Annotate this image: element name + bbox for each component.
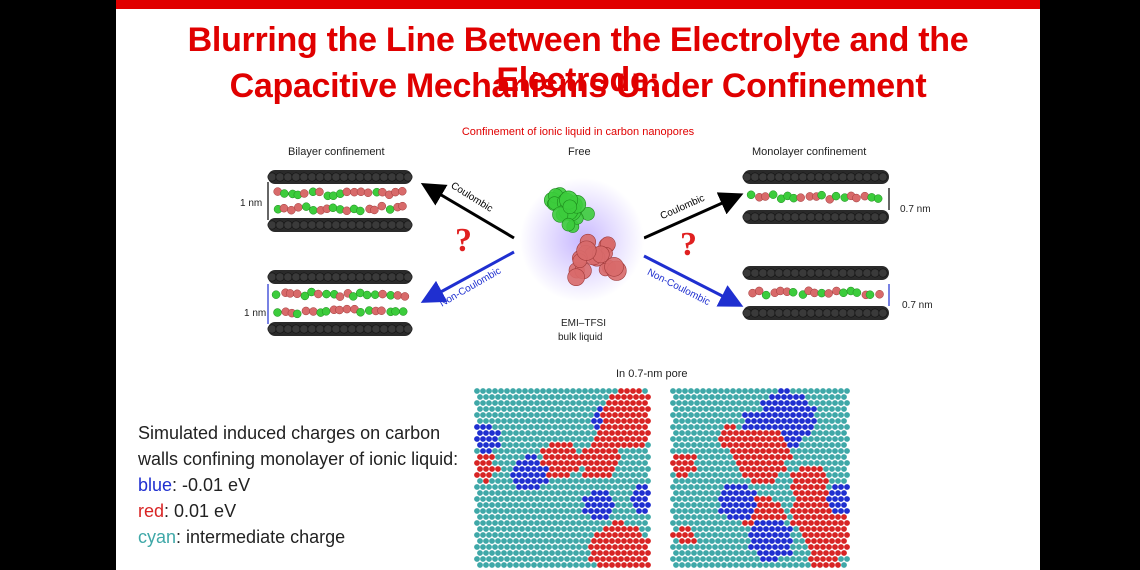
arrows-illustration [420,182,744,307]
legend-blue-key: blue [138,475,173,495]
free-ionic-liquid-molecules [520,178,644,302]
top-accent-bar [116,0,1040,9]
legend-cyan-row: cyan: intermediate charge [138,524,458,550]
diagram-caption: Confinement of ionic liquid in carbon na… [461,126,695,138]
legend-red-key: red [138,501,165,521]
title-line-2: Capacitive Mechanisms Under Confinement [229,67,927,105]
bilayer-gap-label-top: 1 nm [240,198,263,209]
legend-cyan-value: : intermediate charge [176,527,346,547]
pore-label: In 0.7-nm pore [616,368,688,380]
monolayer-pore-bottom-illustration [742,266,890,320]
arrow-noncoulombic-left [420,250,515,303]
legend-line-2: walls confining monolayer of ionic liqui… [138,449,459,469]
bilayer-gap-label-bottom: 1 nm [244,308,267,319]
legend-blue-value: : -0.01 eV [172,475,251,495]
bulk-label-line-2: bulk liquid [558,332,603,343]
free-label: Free [568,146,591,158]
monolayer-gap-label-bottom: 0.7 nm [902,300,933,311]
charge-map-left [474,388,651,570]
bilayer-pore-bottom-illustration [267,270,413,336]
question-mark-left: ? [455,222,472,259]
monolayer-label: Monolayer confinement [752,146,867,158]
charge-legend: Simulated induced charges on carbon wall… [138,420,458,550]
legend-line-1: Simulated induced charges on carbon [138,423,441,443]
arrow-coulombic-right [643,192,744,240]
arrow-noncoulombic-right [643,254,744,307]
legend-blue-row: blue: -0.01 eV [138,472,458,498]
bilayer-label: Bilayer confinement [288,146,385,158]
bilayer-pore-top-illustration [267,170,413,232]
question-mark-right: ? [680,226,697,263]
charge-map-right [670,388,850,570]
legend-red-row: red: 0.01 eV [138,498,458,524]
slide: Blurring the Line Between the Electrolyt… [116,0,1040,570]
legend-cyan-key: cyan [138,527,177,547]
title-line-1: Blurring the Line Between the Electrolyt… [187,21,969,99]
monolayer-pore-top-illustration [742,170,890,224]
legend-red-value: : 0.01 eV [164,501,237,521]
monolayer-gap-label-top: 0.7 nm [900,204,931,215]
bulk-label-line-1: EMI–TFSI [561,318,607,329]
arrow-coulombic-left [420,182,515,240]
